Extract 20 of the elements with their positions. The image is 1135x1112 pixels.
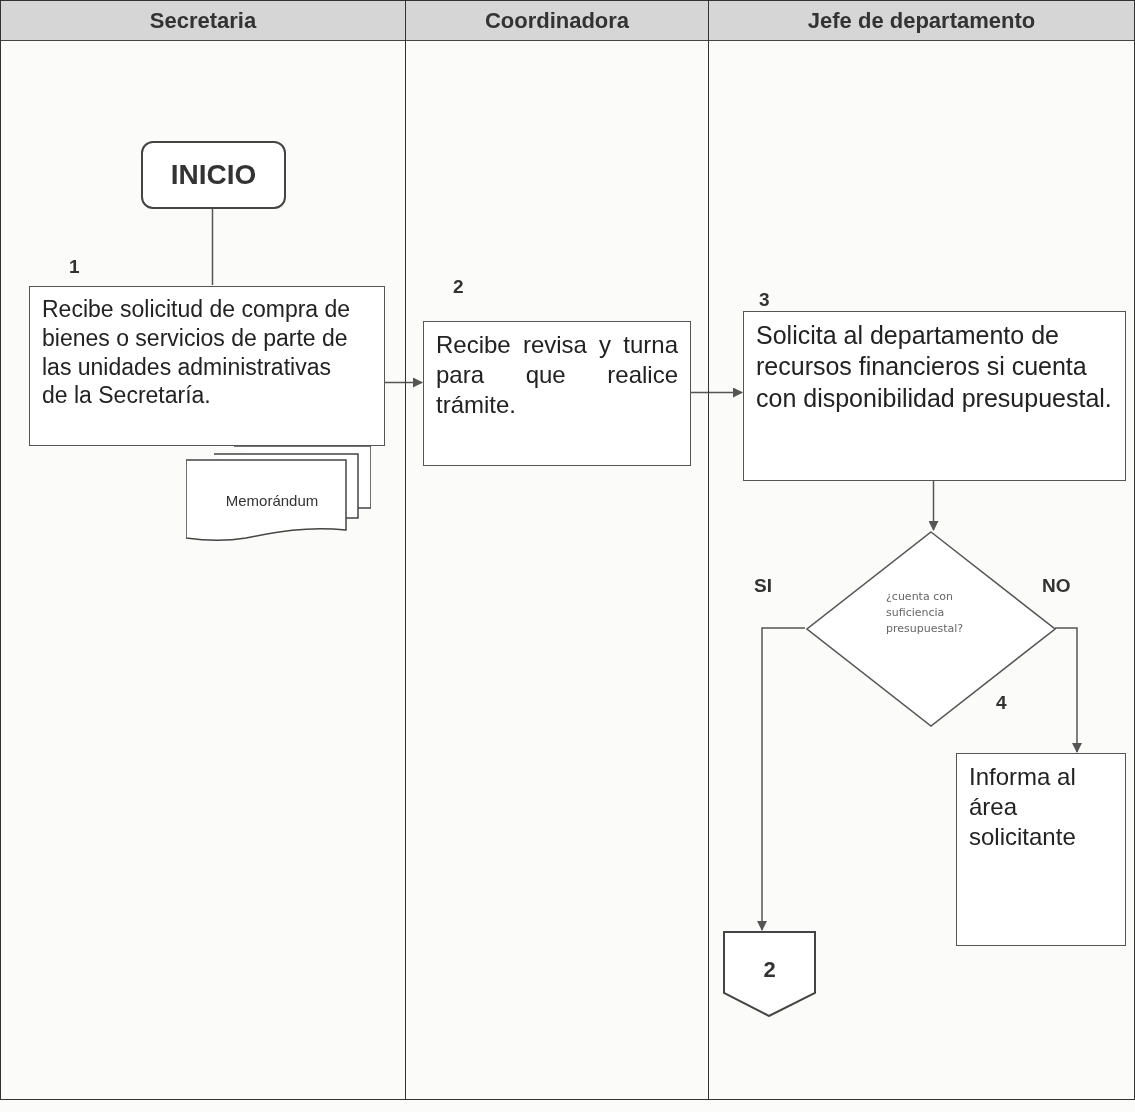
off-page-connector: 2	[723, 931, 816, 1017]
step-number: 3	[759, 288, 770, 312]
lane-title: Jefe de departamento	[807, 7, 1036, 35]
swimlane	[708, 0, 1135, 1100]
lane-title: Secretaria	[149, 7, 257, 35]
arrow	[689, 387, 743, 398]
step-number: 1	[69, 255, 80, 279]
step-number: 2	[453, 275, 464, 299]
arrow	[383, 377, 423, 388]
step-number: 4	[996, 691, 1007, 715]
lane-title: Coordinadora	[484, 7, 630, 35]
arrow	[928, 479, 939, 531]
process-box: Informa al área solicitante	[956, 753, 1126, 946]
start-terminal: INICIO	[141, 141, 286, 209]
arrow	[757, 627, 806, 931]
swimlane	[405, 0, 709, 1100]
arrow	[1054, 627, 1082, 753]
process-box: Solicita al departamento de recursos financieros si cuenta con disponibilidad presupuestal.	[743, 311, 1126, 481]
process-box: Recibe revisa y turna para que realice trámite.	[423, 321, 691, 466]
swimlane	[0, 0, 406, 1100]
